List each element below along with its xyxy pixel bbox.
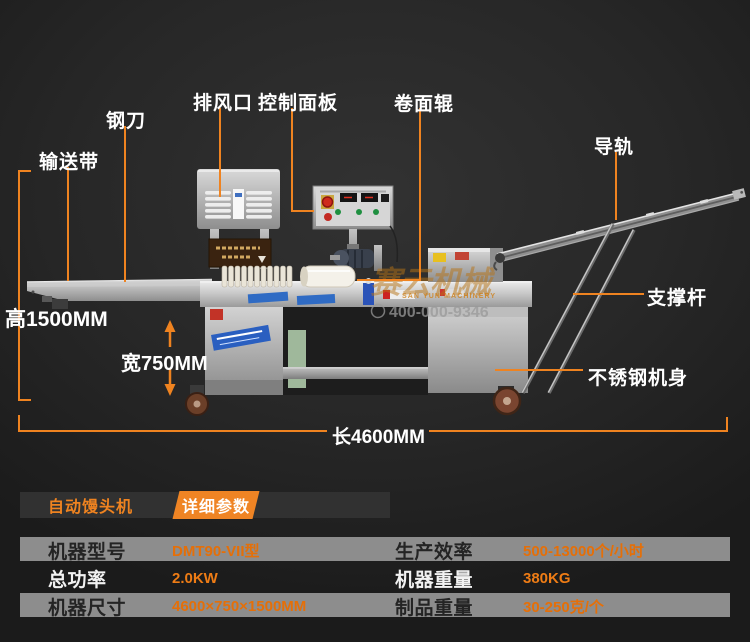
caster-wheels: [185, 385, 522, 416]
watermark-latin: SAN YUN MACHINERY: [402, 293, 496, 300]
spec-row: 机器尺寸 4600×750×1500MM 制品重量 30-250克/个: [20, 593, 730, 619]
spec-value: 2.0KW: [172, 570, 218, 587]
label-stainless-body: 不锈钢机身: [588, 368, 689, 389]
guide-rail: [493, 188, 746, 271]
spec-value: 500-13000个/小时: [523, 543, 644, 560]
label-control-panel: 控制面板: [258, 93, 339, 114]
detail-params-tab[interactable]: 详细参数: [172, 491, 260, 519]
watermark-brand: 赛云机械: [370, 265, 496, 300]
spec-value: 30-250克/个: [523, 599, 604, 616]
detail-params-label: 详细参数: [181, 499, 250, 516]
machine-front-panel: [205, 307, 283, 395]
machine-frame: [283, 307, 453, 395]
support-rods: [521, 223, 636, 394]
spec-row: 机器型号 DMT90-VII型 生产效率 500-13000个/小时: [20, 537, 730, 563]
label-height: 高1500MM: [5, 308, 108, 331]
label-rolling-roller: 卷面辊: [394, 94, 455, 115]
label-exhaust-vent: 排风口: [193, 93, 254, 114]
label-guide-rail: 导轨: [594, 137, 635, 158]
exhaust-unit: [197, 169, 293, 288]
brand-watermark: 赛云机械 SAN YUN MACHINERY 400-000-9346: [370, 265, 497, 321]
spec-value: DMT90-VII型: [172, 543, 260, 560]
spec-label: 生产效率: [395, 542, 474, 563]
callout-lines: [67, 108, 644, 371]
label-conveyor-belt: 输送带: [39, 152, 100, 173]
conveyor-belt: [26, 278, 213, 309]
product-name: 自动馒头机: [48, 499, 134, 516]
spec-label: 总功率: [48, 570, 107, 591]
label-width: 宽750MM: [121, 353, 208, 375]
spec-label: 机器尺寸: [48, 598, 127, 619]
watermark-phone: 400-000-9346: [389, 304, 489, 321]
spec-label: 机器重量: [395, 570, 474, 591]
spec-label: 制品重量: [395, 598, 474, 619]
label-support-rod: 支撑杆: [647, 288, 708, 309]
label-steel-knife: 钢刀: [106, 111, 147, 132]
spec-row: 总功率 2.0KW 机器重量 380KG: [20, 565, 730, 591]
spec-table: 机器型号 DMT90-VII型 生产效率 500-13000个/小时 总功率 2…: [20, 537, 730, 621]
dimension-lines: [18, 170, 728, 432]
control-panel: [312, 185, 399, 268]
spec-value: 380KG: [523, 570, 571, 587]
spec-label: 机器型号: [48, 542, 127, 563]
label-length: 长4600MM: [332, 427, 425, 448]
spec-value: 4600×750×1500MM: [172, 598, 307, 615]
